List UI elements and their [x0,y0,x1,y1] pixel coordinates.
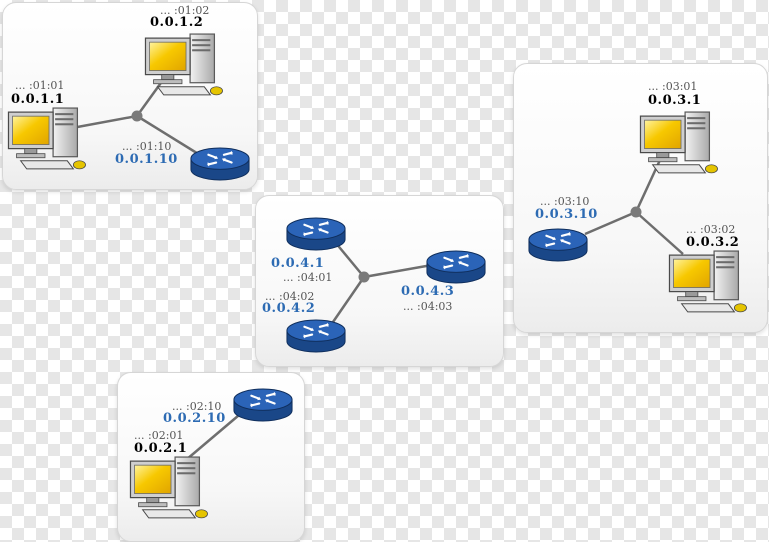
junction-dot [131,110,143,122]
router-icon[interactable] [425,249,487,284]
link-line [71,114,138,130]
mac-label: ... :03:10 [540,195,590,208]
mac-label: ... :02:10 [172,400,222,413]
mac-label: ... :01:02 [160,4,210,17]
mac-label: ... :01:01 [15,79,65,92]
mac-label: ... :04:02 [265,290,315,303]
desktop-computer-icon[interactable] [143,30,225,103]
ip-label: 0.0.1.10 [115,152,178,167]
link-line [136,114,201,157]
router-icon[interactable] [189,146,251,181]
ip-label: 0.0.4.1 [271,256,325,271]
desktop-computer-icon[interactable] [128,453,210,526]
link-line [363,263,433,279]
ip-label: 0.0.4.3 [401,284,455,299]
ip-label: 0.0.3.2 [686,235,740,250]
link-line [135,79,165,117]
junction-dot [358,271,370,283]
router-icon[interactable] [232,387,294,422]
mac-label: ... :02:01 [134,429,184,442]
link-line [179,409,246,466]
ip-label: 0.0.4.2 [262,301,316,316]
junction-dot [630,206,642,218]
desktop-computer-icon[interactable] [667,247,749,320]
ip-label: 0.0.1.1 [11,92,65,107]
mac-label: ... :04:03 [403,300,453,313]
ip-label: 0.0.2.1 [134,441,188,456]
link-line [334,241,365,278]
ip-label: 0.0.3.1 [648,93,702,108]
ip-label: 0.0.1.2 [150,15,204,30]
mac-label: ... :04:01 [283,271,333,284]
mac-label: ... :01:10 [122,140,172,153]
link-line [331,276,366,323]
ip-label: 0.0.3.10 [535,207,598,222]
ip-label: 0.0.2.10 [163,411,226,426]
mac-label: ... :03:01 [648,80,698,93]
desktop-computer-icon[interactable] [638,108,720,181]
router-icon[interactable] [527,227,589,262]
mac-label: ... :03:02 [686,223,736,236]
router-icon[interactable] [285,318,347,353]
link-line [584,210,637,236]
desktop-computer-icon[interactable] [6,104,88,177]
link-line [635,211,684,255]
router-icon[interactable] [285,216,347,251]
